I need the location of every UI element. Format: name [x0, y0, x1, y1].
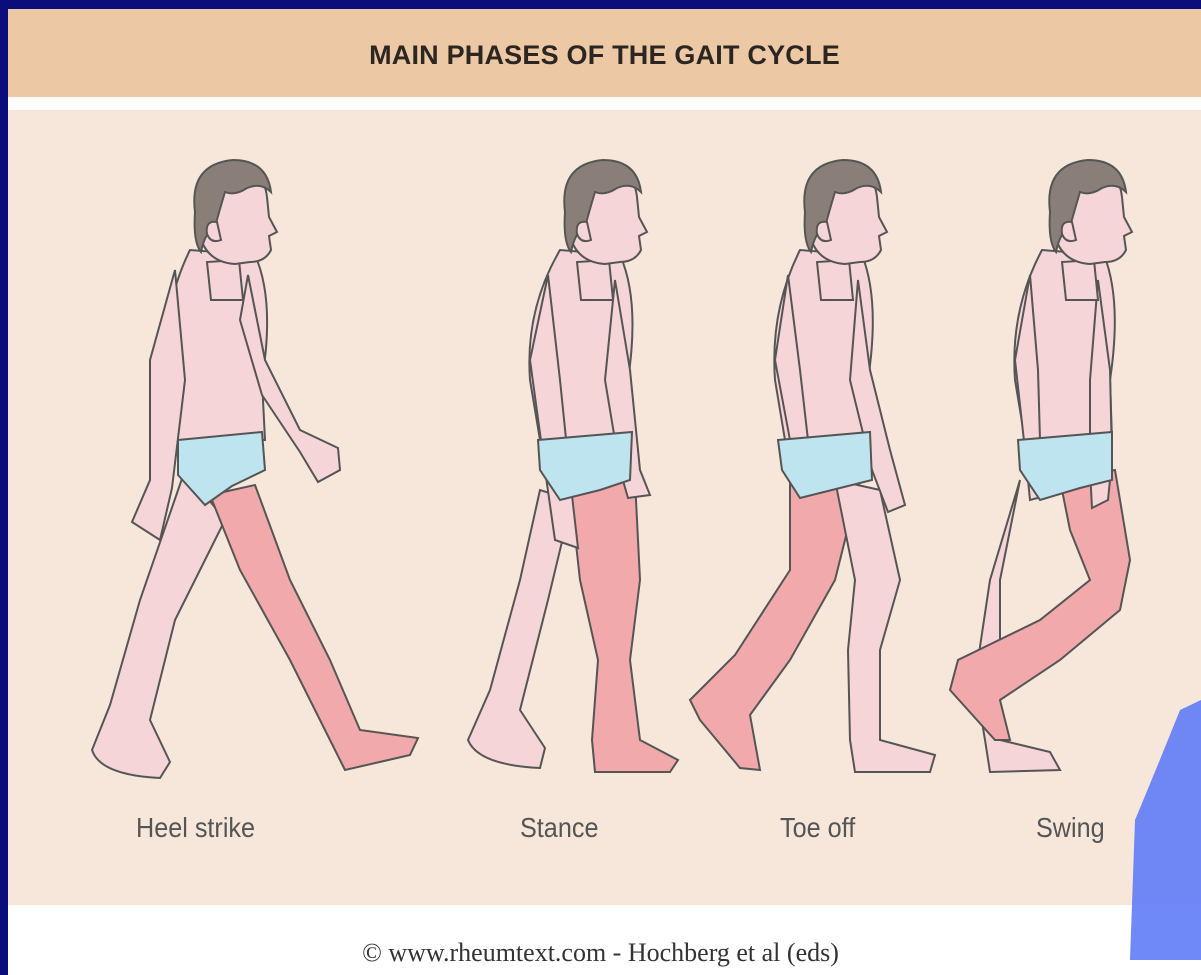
- phase-label-heel-strike: Heel strike: [136, 812, 255, 844]
- source-credit: © www.rheumtext.com - Hochberg et al (ed…: [0, 938, 1201, 968]
- phase-label-swing: Swing: [1036, 812, 1105, 844]
- decorative-blue-shape: [1130, 700, 1201, 960]
- highlighted-leg: [570, 480, 678, 772]
- highlighted-leg: [690, 480, 860, 770]
- figure-heel-strike: [92, 160, 418, 778]
- figure-stance: [468, 160, 678, 772]
- front-leg: [835, 480, 935, 772]
- highlighted-leg: [210, 485, 418, 770]
- figure-toe-off: [690, 160, 935, 772]
- phase-label-toe-off: Toe off: [780, 812, 855, 844]
- phase-label-stance: Stance: [520, 812, 598, 844]
- highlighted-leg: [950, 470, 1130, 740]
- figure-swing: [950, 160, 1132, 772]
